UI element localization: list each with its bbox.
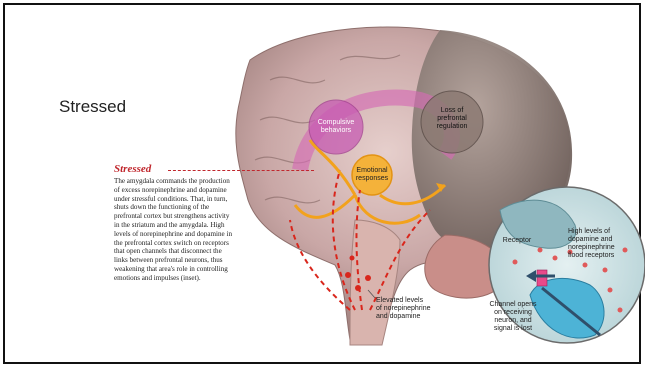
caption-line: the prefrontal cortex switch on receptor… (114, 239, 314, 248)
label-elevated-levels: Elevated levelsof norepinephrineand dopa… (376, 297, 446, 321)
caption-line: levels of norepinephrine and dopamine in (114, 230, 314, 239)
caption-line: prefrontal cortex but strengthens activi… (114, 212, 314, 221)
caption-line: links between prefrontal neurons, thus (114, 256, 314, 265)
caption-line: under stressful conditions. That, in tur… (114, 195, 314, 204)
caption-line: emotions and impulses (inset). (114, 274, 314, 283)
caption-line: that open channels that disconnect the (114, 247, 314, 256)
label-channel-opens: Channel openson receivingneuron, andsign… (481, 301, 545, 333)
caption-line: shuts down the functioning of the (114, 203, 314, 212)
caption-heading: Stressed (114, 163, 314, 175)
label-loss-of-prefrontal-regulation: Loss ofprefrontalregulation (424, 107, 480, 131)
label-compulsive-behaviors: Compulsivebehaviors (310, 119, 362, 135)
caption-line: weakening that area's role in controllin… (114, 265, 314, 274)
caption-line: of excess norepinephrine and dopamine (114, 186, 314, 195)
caption-block: Stressed The amygdala commands the produ… (114, 163, 314, 283)
label-receptor: Receptor (497, 237, 537, 245)
caption-line: in the striatum and the amygdala. High (114, 221, 314, 230)
caption-body: The amygdala commands the production of … (114, 177, 314, 283)
caption-rule (168, 170, 314, 171)
channel (537, 270, 547, 286)
label-high-levels: High levels ofdopamine andnorepinephrine… (568, 228, 630, 260)
label-emotional-responses: Emotionalresponses (347, 167, 397, 183)
brainstem (350, 220, 400, 345)
caption-line: The amygdala commands the production (114, 177, 314, 186)
